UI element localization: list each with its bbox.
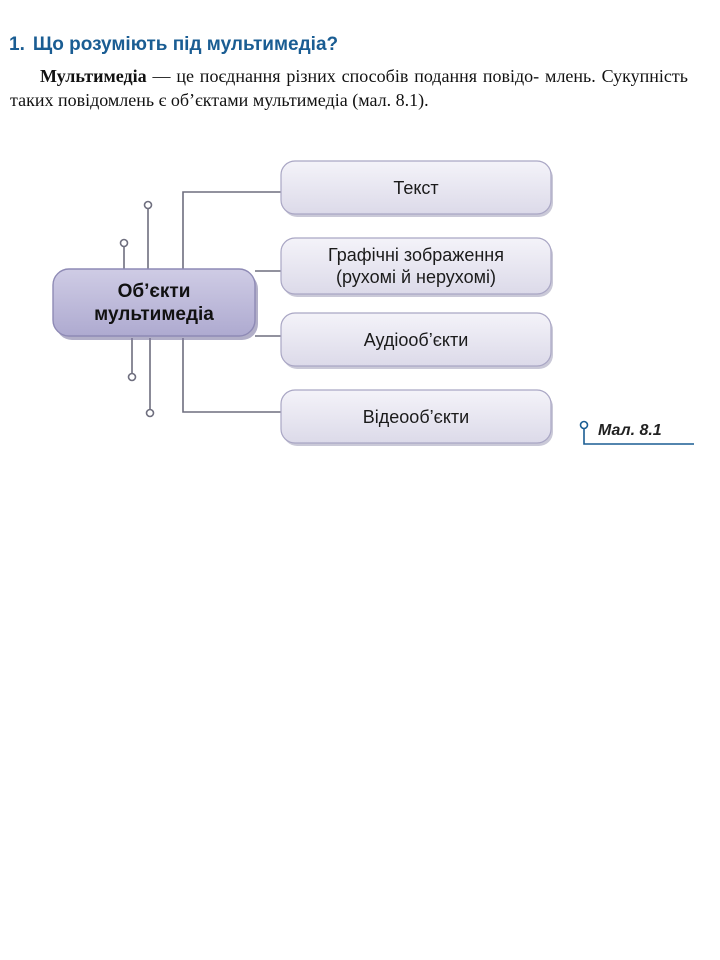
definition-paragraph: Мультимедіа — це поєднання різних способ…: [10, 64, 688, 112]
box-audio: [280, 312, 552, 367]
center-label-line1: Об’єкти: [117, 280, 191, 302]
decor-dot-3: [127, 372, 137, 382]
connector-video: [182, 338, 282, 413]
diagram-graphics: [52, 160, 694, 446]
caption-marker: [579, 420, 694, 445]
item-graphics-label: Графічні зображення (рухомі й нерухомі): [328, 245, 504, 287]
decor-dot-4: [145, 408, 155, 418]
item-text-label: Текст: [393, 177, 439, 198]
paragraph-line2: млень. Сукупність таких повідомлень є об…: [10, 66, 688, 110]
section-number: 1.: [9, 34, 25, 55]
connector-text: [182, 191, 282, 270]
decor-dot-2: [119, 238, 129, 248]
item-video-label: Відеооб’єкти: [362, 406, 470, 427]
connector-dots: [119, 200, 155, 418]
item-boxes: [52, 160, 553, 446]
paragraph-line1: — це поєднання різних способів подання п…: [146, 66, 540, 86]
item-audio-label: Аудіооб’єкти: [363, 329, 469, 350]
term-multimedia: Мультимедіа: [40, 66, 147, 86]
center-label: Об’єкти мультимедіа: [53, 269, 255, 336]
center-label-line2: мультимедіа: [94, 303, 214, 325]
connector-lines: [123, 191, 282, 413]
paragraph-line3: (мал. 8.1).: [352, 90, 429, 110]
box-text: [280, 160, 552, 215]
section-title: Що розуміють під мультимедіа?: [32, 34, 339, 55]
section-heading: 1. Що розуміють під мультимедіа?: [9, 34, 338, 56]
multimedia-objects-diagram: Об’єкти мультимедіа Текст Графічні зобра…: [0, 150, 720, 460]
figure-caption: Мал. 8.1: [598, 422, 662, 439]
box-center: [52, 268, 256, 337]
box-graphics: [280, 237, 552, 295]
box-video: [280, 389, 552, 444]
decor-dot-1: [143, 200, 153, 210]
